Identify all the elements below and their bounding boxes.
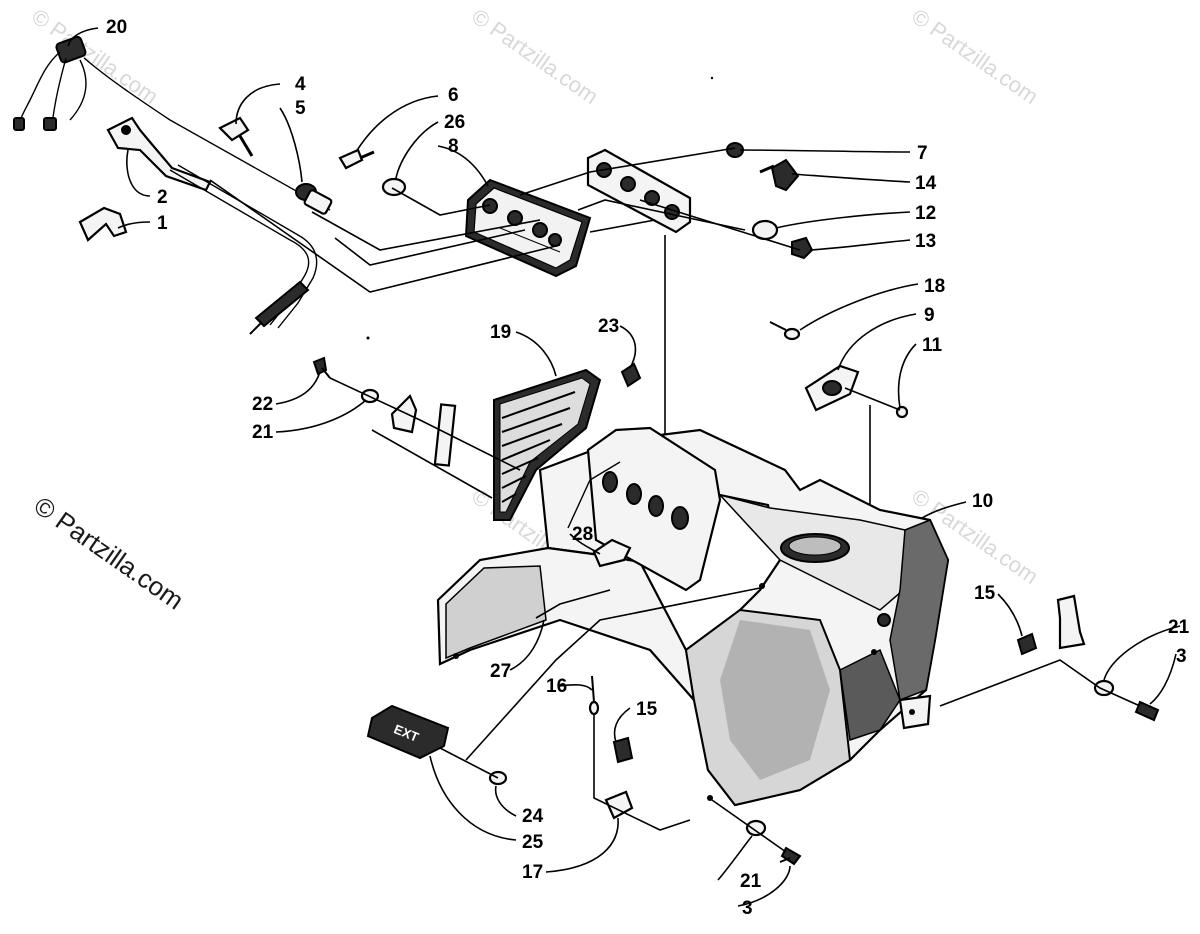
- part-15-clip-right: [1016, 632, 1038, 656]
- part-21-washer-bottom: [745, 819, 767, 837]
- watermark-top-center: © Partzilla.com: [467, 4, 603, 110]
- line-right-hw: [939, 659, 1141, 707]
- callout-8: 8: [448, 136, 459, 157]
- vent-seal: [433, 403, 457, 467]
- callout-21-left: 21: [252, 422, 274, 443]
- callout-9: 9: [924, 305, 935, 326]
- callout-leaders: [67, 27, 1181, 907]
- part-13-nut: [791, 236, 814, 260]
- part-11-grommet: [895, 405, 909, 419]
- part-25-badge: EXT: [366, 704, 450, 760]
- callout-1: 1: [157, 213, 168, 234]
- callout-28: 28: [572, 524, 593, 545]
- part-5-ignition-switch: [295, 183, 333, 215]
- callout-3-bottom: 3: [742, 898, 753, 919]
- stray-mark: [366, 336, 370, 340]
- line-27: [535, 589, 611, 619]
- part-20-switch-harness: [13, 35, 331, 211]
- part-28-decal: [592, 538, 632, 568]
- callout-22: 22: [252, 394, 273, 415]
- callout-21-right: 21: [1168, 617, 1190, 638]
- part-19-vent-grille: [493, 368, 602, 521]
- callout-23: 23: [598, 316, 619, 337]
- part-9-gasket: [804, 364, 860, 412]
- callout-20: 20: [106, 17, 127, 38]
- part-4-key: [218, 116, 254, 157]
- callout-26: 26: [444, 112, 465, 133]
- line-bottom-hw: [593, 714, 691, 831]
- line-vent-2: [371, 429, 493, 499]
- callout-10: 10: [972, 491, 993, 512]
- line-9-11: [844, 387, 901, 411]
- watermark-side: © Partzilla.com: [29, 490, 190, 615]
- callout-11: 11: [922, 335, 943, 356]
- line-badge: [439, 747, 499, 779]
- stray-mark-2: [710, 76, 714, 80]
- part-1-bracket: [78, 206, 128, 242]
- part-3-screw-right: [1134, 700, 1160, 722]
- vent-gasket: [390, 394, 418, 434]
- assembly-lines-dash: [209, 147, 801, 500]
- throttle-cable: [169, 164, 318, 335]
- line-bottom-screw: [711, 799, 787, 853]
- callout-19: 19: [490, 322, 511, 343]
- latch-bracket-right: [1056, 594, 1086, 650]
- callout-labels: 20 4 5 6 26 8 7 14 12 13 2 1 18 9 11 23 …: [106, 17, 1190, 919]
- callout-7: 7: [917, 143, 928, 164]
- callout-12: 12: [915, 203, 936, 224]
- callout-18: 18: [924, 276, 945, 297]
- part-18-bulb: [769, 321, 801, 341]
- callout-15-bottom: 15: [636, 699, 658, 720]
- callout-15-right: 15: [974, 583, 996, 604]
- callout-6: 6: [448, 85, 459, 106]
- callout-13: 13: [915, 231, 936, 252]
- part-16-pin: [588, 675, 600, 716]
- watermark-top-right: © Partzilla.com: [907, 4, 1043, 110]
- part-14-toggle-switch: [759, 158, 800, 192]
- callout-21-bottom: 21: [740, 871, 762, 892]
- part-26-grommet: [381, 177, 407, 197]
- part-8-decal-plate: [464, 178, 592, 278]
- callout-4: 4: [295, 74, 306, 95]
- callout-3-right: 3: [1176, 646, 1187, 667]
- callout-2: 2: [157, 187, 168, 208]
- callout-25: 25: [522, 832, 544, 853]
- callout-17: 17: [522, 862, 543, 883]
- callout-24: 24: [522, 806, 544, 827]
- part-10-hood: [436, 426, 950, 807]
- part-15-clip-bottom: [612, 736, 634, 764]
- part-6-screw: [338, 148, 375, 170]
- callout-27: 27: [490, 661, 511, 682]
- callout-5: 5: [295, 98, 306, 119]
- callout-16: 16: [546, 676, 567, 697]
- callout-14: 14: [915, 173, 937, 194]
- line-vent: [329, 377, 521, 471]
- part-3-screw-bottom: [779, 846, 802, 866]
- part-17-bracket: [604, 790, 634, 820]
- watermark-top-left: © Partzilla.com: [27, 4, 163, 110]
- dash-mounting-plate: [586, 148, 692, 234]
- part-2-bracket: [106, 116, 212, 192]
- part-22-screw: [312, 356, 331, 379]
- line-badge-hood: [465, 587, 761, 761]
